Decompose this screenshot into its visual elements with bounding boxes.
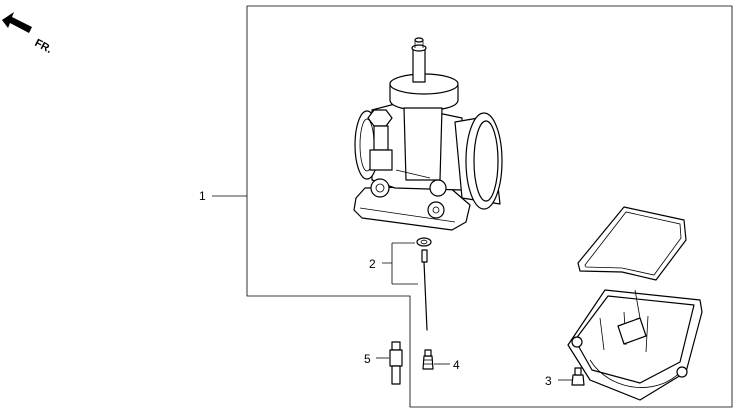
part-2-jet-needle [416, 237, 432, 331]
front-direction-arrow-icon [2, 12, 32, 33]
callout-5: 5 [364, 352, 371, 366]
part-5-needle-jet [376, 341, 403, 385]
part-3-drain-screw [558, 367, 585, 386]
callout-3: 3 [545, 374, 552, 388]
front-direction-label: FR. [33, 37, 54, 56]
callout-2: 2 [369, 257, 376, 271]
float-bowl [567, 289, 703, 401]
callout-1: 1 [199, 189, 206, 203]
assembly-outline [246, 5, 733, 408]
carburetor-body [353, 37, 503, 231]
float-bowl-gasket [577, 206, 687, 281]
part-4-main-jet [422, 349, 450, 370]
callout-2-bracket [382, 242, 418, 285]
callout-4: 4 [453, 358, 460, 372]
